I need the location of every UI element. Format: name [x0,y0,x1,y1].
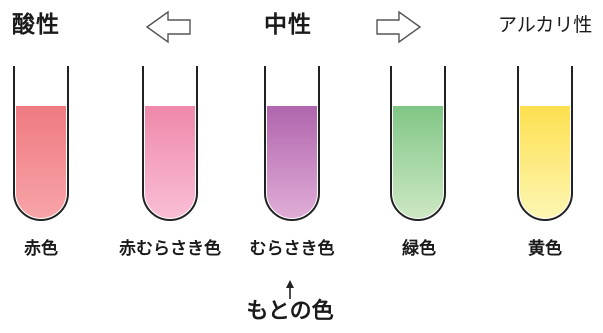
acidic-heading: 酸性 [12,12,60,38]
tube-label-red: 赤色 [24,239,58,259]
tube-label-reddish-purple: 赤むらさき色 [119,239,221,259]
original-color-label: もとの色 [246,299,334,324]
up-arrow-icon [286,280,294,299]
test-tube-yellow [517,66,573,221]
test-tube-green [390,66,446,221]
test-tube-reddish-purple [142,66,198,221]
hollow-arrow-left-icon [145,10,191,44]
test-tube-purple [264,66,320,221]
test-tube-red [13,66,69,221]
neutral-heading: 中性 [264,12,312,38]
tube-label-green: 緑色 [402,239,436,259]
hollow-arrow-right-icon [376,10,422,44]
alkaline-heading: アルカリ性 [498,14,593,36]
tube-label-purple: むらさき色 [249,239,335,259]
tube-label-yellow: 黄色 [528,239,562,259]
